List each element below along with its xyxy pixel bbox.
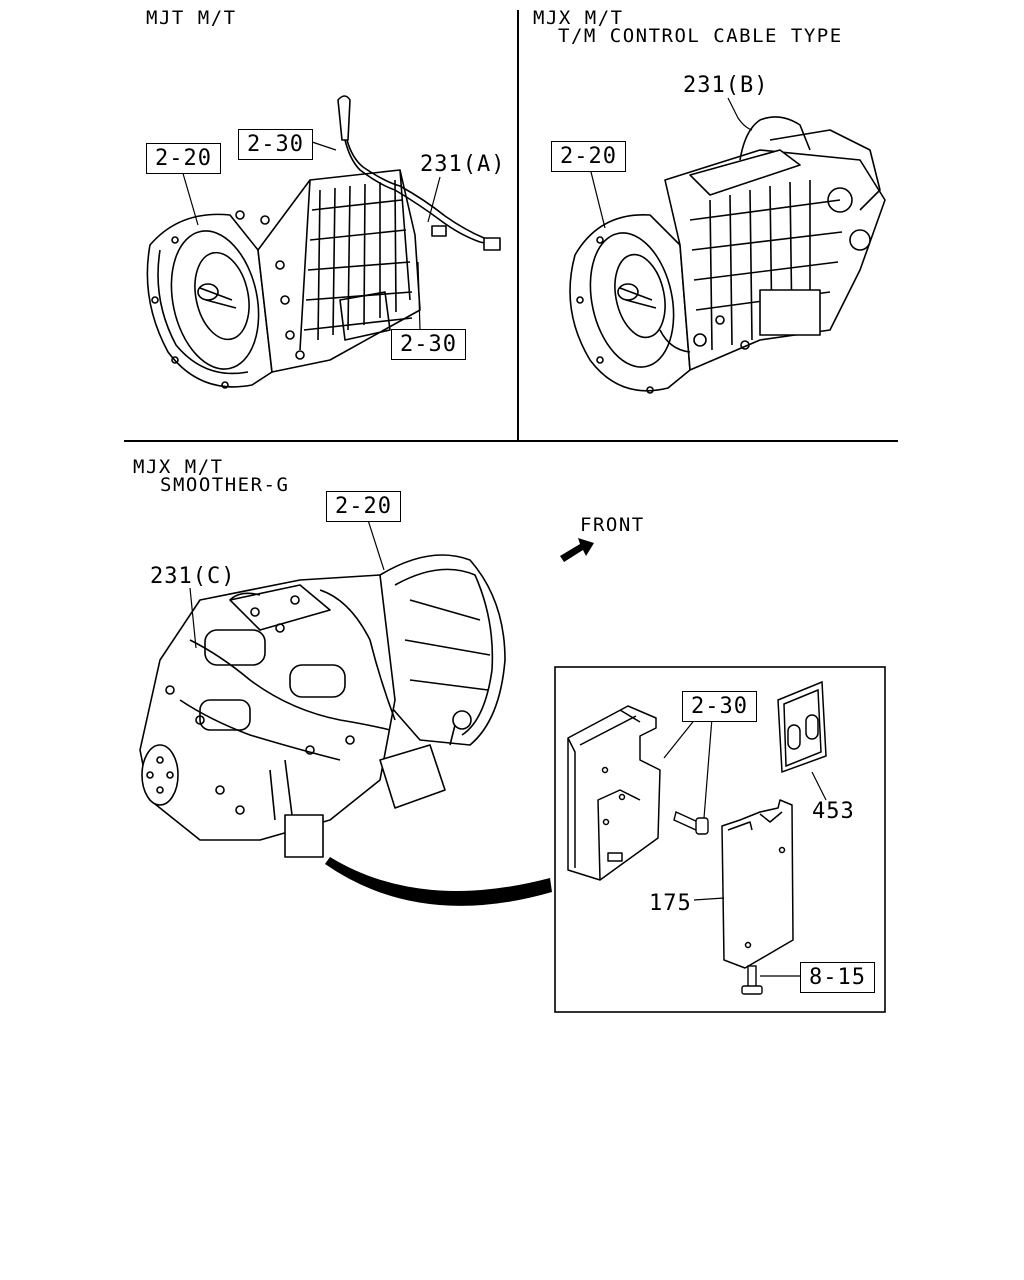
front-arrow-icon	[560, 538, 594, 562]
callout-ref-2-20-mjx-cable[interactable]: 2-20	[551, 141, 626, 172]
bolt-drawing	[673, 811, 709, 835]
callout-ref-2-30-mjt-lower[interactable]: 2-30	[391, 329, 466, 360]
inset-leaders	[663, 717, 827, 977]
callout-ref-2-30-bolt[interactable]: 2-30	[682, 691, 757, 722]
screw-drawing	[741, 965, 763, 995]
detail-pointer-arrow	[325, 857, 552, 906]
panel-title-mjt: MJT M/T	[146, 7, 237, 29]
mjx-smoother-transmission-drawing	[139, 554, 506, 858]
callout-ref-8-15-screw[interactable]: 8-15	[800, 962, 875, 993]
callout-ref-2-20-mjx-smoother[interactable]: 2-20	[326, 491, 401, 522]
mjt-transmission-drawing	[146, 95, 501, 389]
mjx-cable-transmission-drawing	[569, 116, 886, 394]
callout-ref-2-20-mjt[interactable]: 2-20	[146, 143, 221, 174]
bracket-drawing	[567, 705, 661, 881]
pad-453-drawing	[777, 680, 827, 774]
top-right-leaders	[589, 97, 753, 229]
callout-part-175-cover[interactable]: 175	[649, 891, 692, 916]
callout-part-231a[interactable]: 231(A)	[420, 152, 506, 177]
panel-title-mjx-smoother: MJX M/T	[133, 456, 224, 478]
cover-175-drawing	[721, 799, 794, 969]
front-direction-label: FRONT	[580, 514, 645, 536]
top-left-leaders	[181, 141, 441, 331]
bottom-leaders	[189, 519, 385, 649]
callout-part-231b[interactable]: 231(B)	[683, 73, 769, 98]
panel-subtitle-cable-type: T/M CONTROL CABLE TYPE	[558, 25, 843, 47]
callout-ref-2-30-mjt-upper[interactable]: 2-30	[238, 129, 313, 160]
callout-part-453-pad[interactable]: 453	[812, 799, 855, 824]
panel-title-mjx-cable: MJX M/T	[533, 7, 624, 29]
callout-part-231c[interactable]: 231(C)	[150, 564, 236, 589]
panel-subtitle-smoother: SMOOTHER-G	[160, 474, 290, 496]
